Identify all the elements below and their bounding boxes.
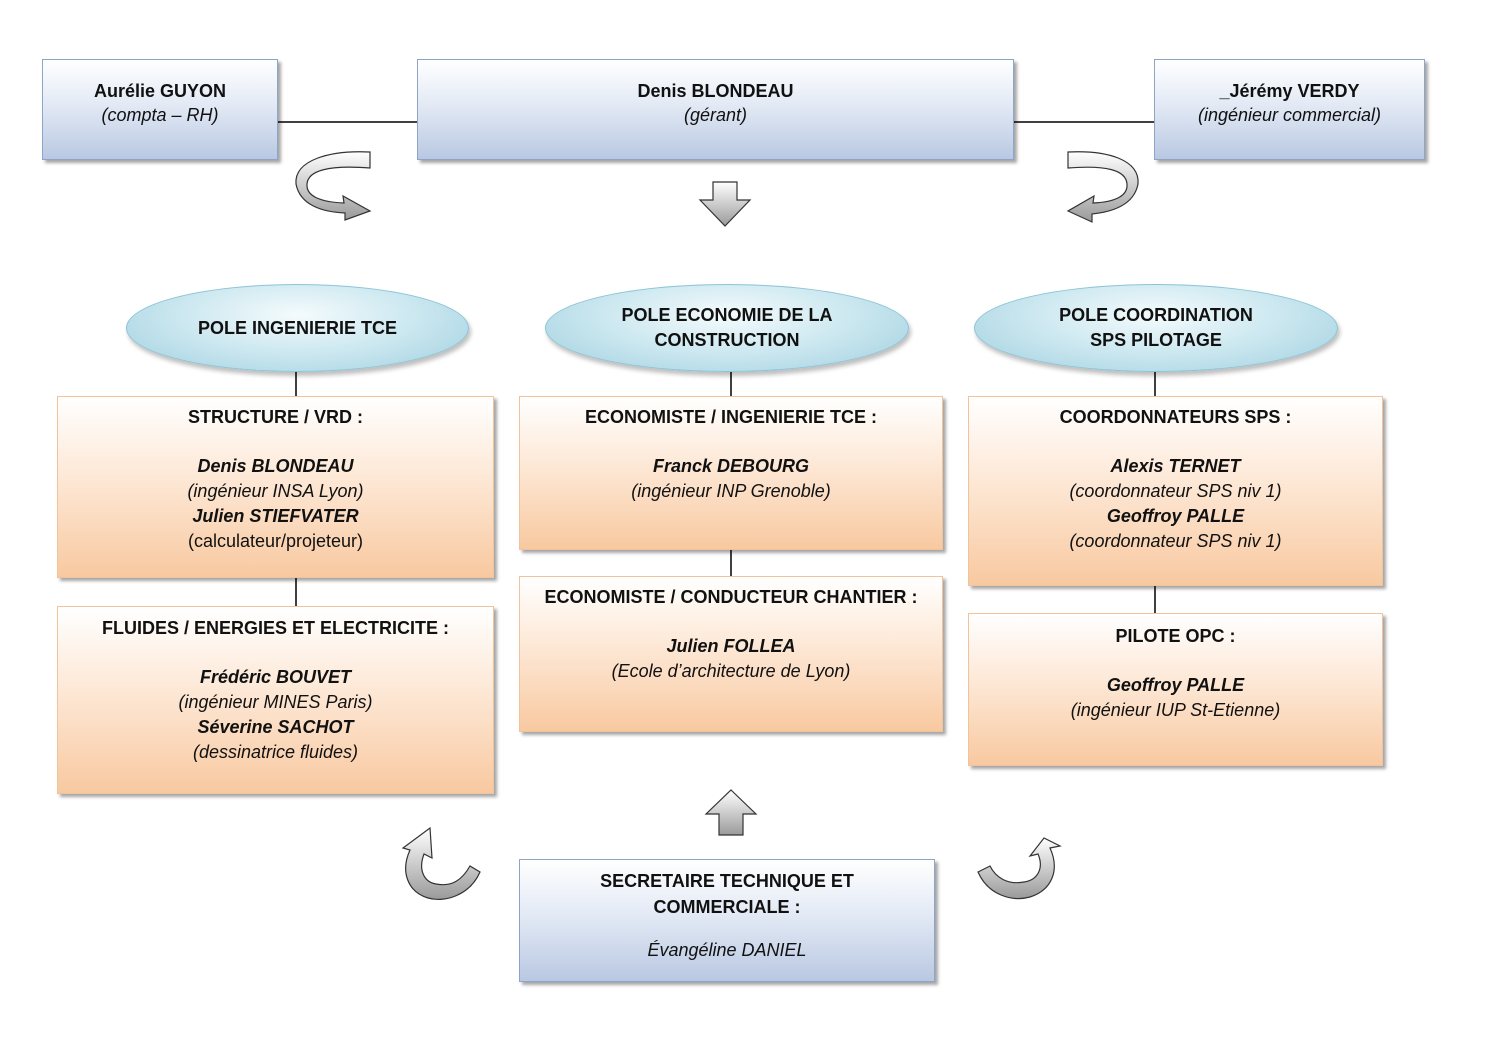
pole-title: POLE COORDINATION SPS PILOTAGE (1059, 305, 1253, 350)
person-name: Denis BLONDEAU (637, 81, 794, 101)
curved-arrow-top-left-icon (295, 151, 372, 221)
person-role: (compta – RH) (101, 105, 219, 125)
pole-title: POLE ECONOMIE DE LA CONSTRUCTION (621, 305, 833, 350)
unit-economiste-conducteur: ECONOMISTE / CONDUCTEUR CHANTIER : Julie… (519, 576, 943, 732)
pole-economie-construction: POLE ECONOMIE DE LA CONSTRUCTION (545, 284, 909, 372)
person-name: Frédéric BOUVET (199, 667, 352, 687)
person-role: (ingénieur INP Grenoble) (631, 481, 831, 501)
unit-heading: STRUCTURE / VRD : (188, 407, 363, 427)
person-role: (dessinatrice fluides) (192, 742, 359, 762)
person-name: Séverine SACHOT (197, 717, 354, 737)
pole-coordination-sps: POLE COORDINATION SPS PILOTAGE (974, 284, 1338, 372)
unit-pilote-opc: PILOTE OPC : Geoffroy PALLE (ingénieur I… (968, 613, 1383, 766)
person-role: (calculateur/projeteur) (187, 531, 364, 551)
unit-structure-vrd: STRUCTURE / VRD : Denis BLONDEAU (ingéni… (57, 396, 494, 578)
unit-coordonnateurs-sps: COORDONNATEURS SPS : Alexis TERNET (coor… (968, 396, 1383, 586)
unit-economiste-ingenierie: ECONOMISTE / INGENIERIE TCE : Franck DEB… (519, 396, 943, 550)
unit-heading: PILOTE OPC : (1115, 626, 1236, 646)
unit-heading: ECONOMISTE / INGENIERIE TCE : (584, 407, 878, 427)
person-name: Geoffroy PALLE (1106, 506, 1245, 526)
person-role: (ingénieur commercial) (1197, 105, 1382, 125)
curved-arrow-bottom-right-icon (977, 837, 1062, 900)
unit-heading: COORDONNATEURS SPS : (1059, 407, 1292, 427)
person-role: (ingénieur IUP St-Etienne) (1070, 700, 1281, 720)
box-denis-blondeau-gerant: Denis BLONDEAU (gérant) (417, 59, 1014, 160)
curved-arrow-bottom-left-icon (401, 826, 481, 900)
person-name: Évangéline DANIEL (647, 940, 807, 960)
person-name: Aurélie GUYON (93, 81, 227, 101)
person-name: _Jérémy VERDY (1219, 81, 1360, 101)
person-role: (coordonnateur SPS niv 1) (1069, 531, 1282, 551)
pole-title: POLE INGENIERIE TCE (197, 317, 398, 338)
person-name: Geoffroy PALLE (1106, 675, 1245, 695)
unit-heading: SECRETAIRE TECHNIQUE ET COMMERCIALE : (600, 871, 854, 917)
down-arrow-icon (698, 181, 752, 227)
person-role: (gérant) (683, 105, 748, 125)
person-name: Denis BLONDEAU (197, 456, 354, 476)
unit-heading: FLUIDES / ENERGIES ET ELECTRICITE : (101, 618, 450, 638)
up-arrow-icon (704, 789, 758, 836)
box-jeremy-verdy: _Jérémy VERDY (ingénieur commercial) (1154, 59, 1425, 160)
unit-heading: ECONOMISTE / CONDUCTEUR CHANTIER : (544, 587, 918, 607)
pole-ingenierie-tce: POLE INGENIERIE TCE (126, 284, 469, 372)
person-name: Franck DEBOURG (652, 456, 810, 476)
person-name: Julien STIEFVATER (192, 506, 359, 526)
box-aurelie-guyon: Aurélie GUYON (compta – RH) (42, 59, 278, 160)
person-name: Alexis TERNET (1110, 456, 1241, 476)
curved-arrow-top-right-icon (1066, 151, 1139, 223)
person-role: (ingénieur MINES Paris) (178, 692, 373, 712)
box-secretaire: SECRETAIRE TECHNIQUE ET COMMERCIALE : Év… (519, 859, 935, 982)
person-role: (coordonnateur SPS niv 1) (1069, 481, 1282, 501)
person-role: (Ecole d’architecture de Lyon) (611, 661, 851, 681)
person-role: (ingénieur INSA Lyon) (187, 481, 364, 501)
unit-fluides-energies: FLUIDES / ENERGIES ET ELECTRICITE : Fréd… (57, 606, 494, 794)
person-name: Julien FOLLEA (666, 636, 796, 656)
